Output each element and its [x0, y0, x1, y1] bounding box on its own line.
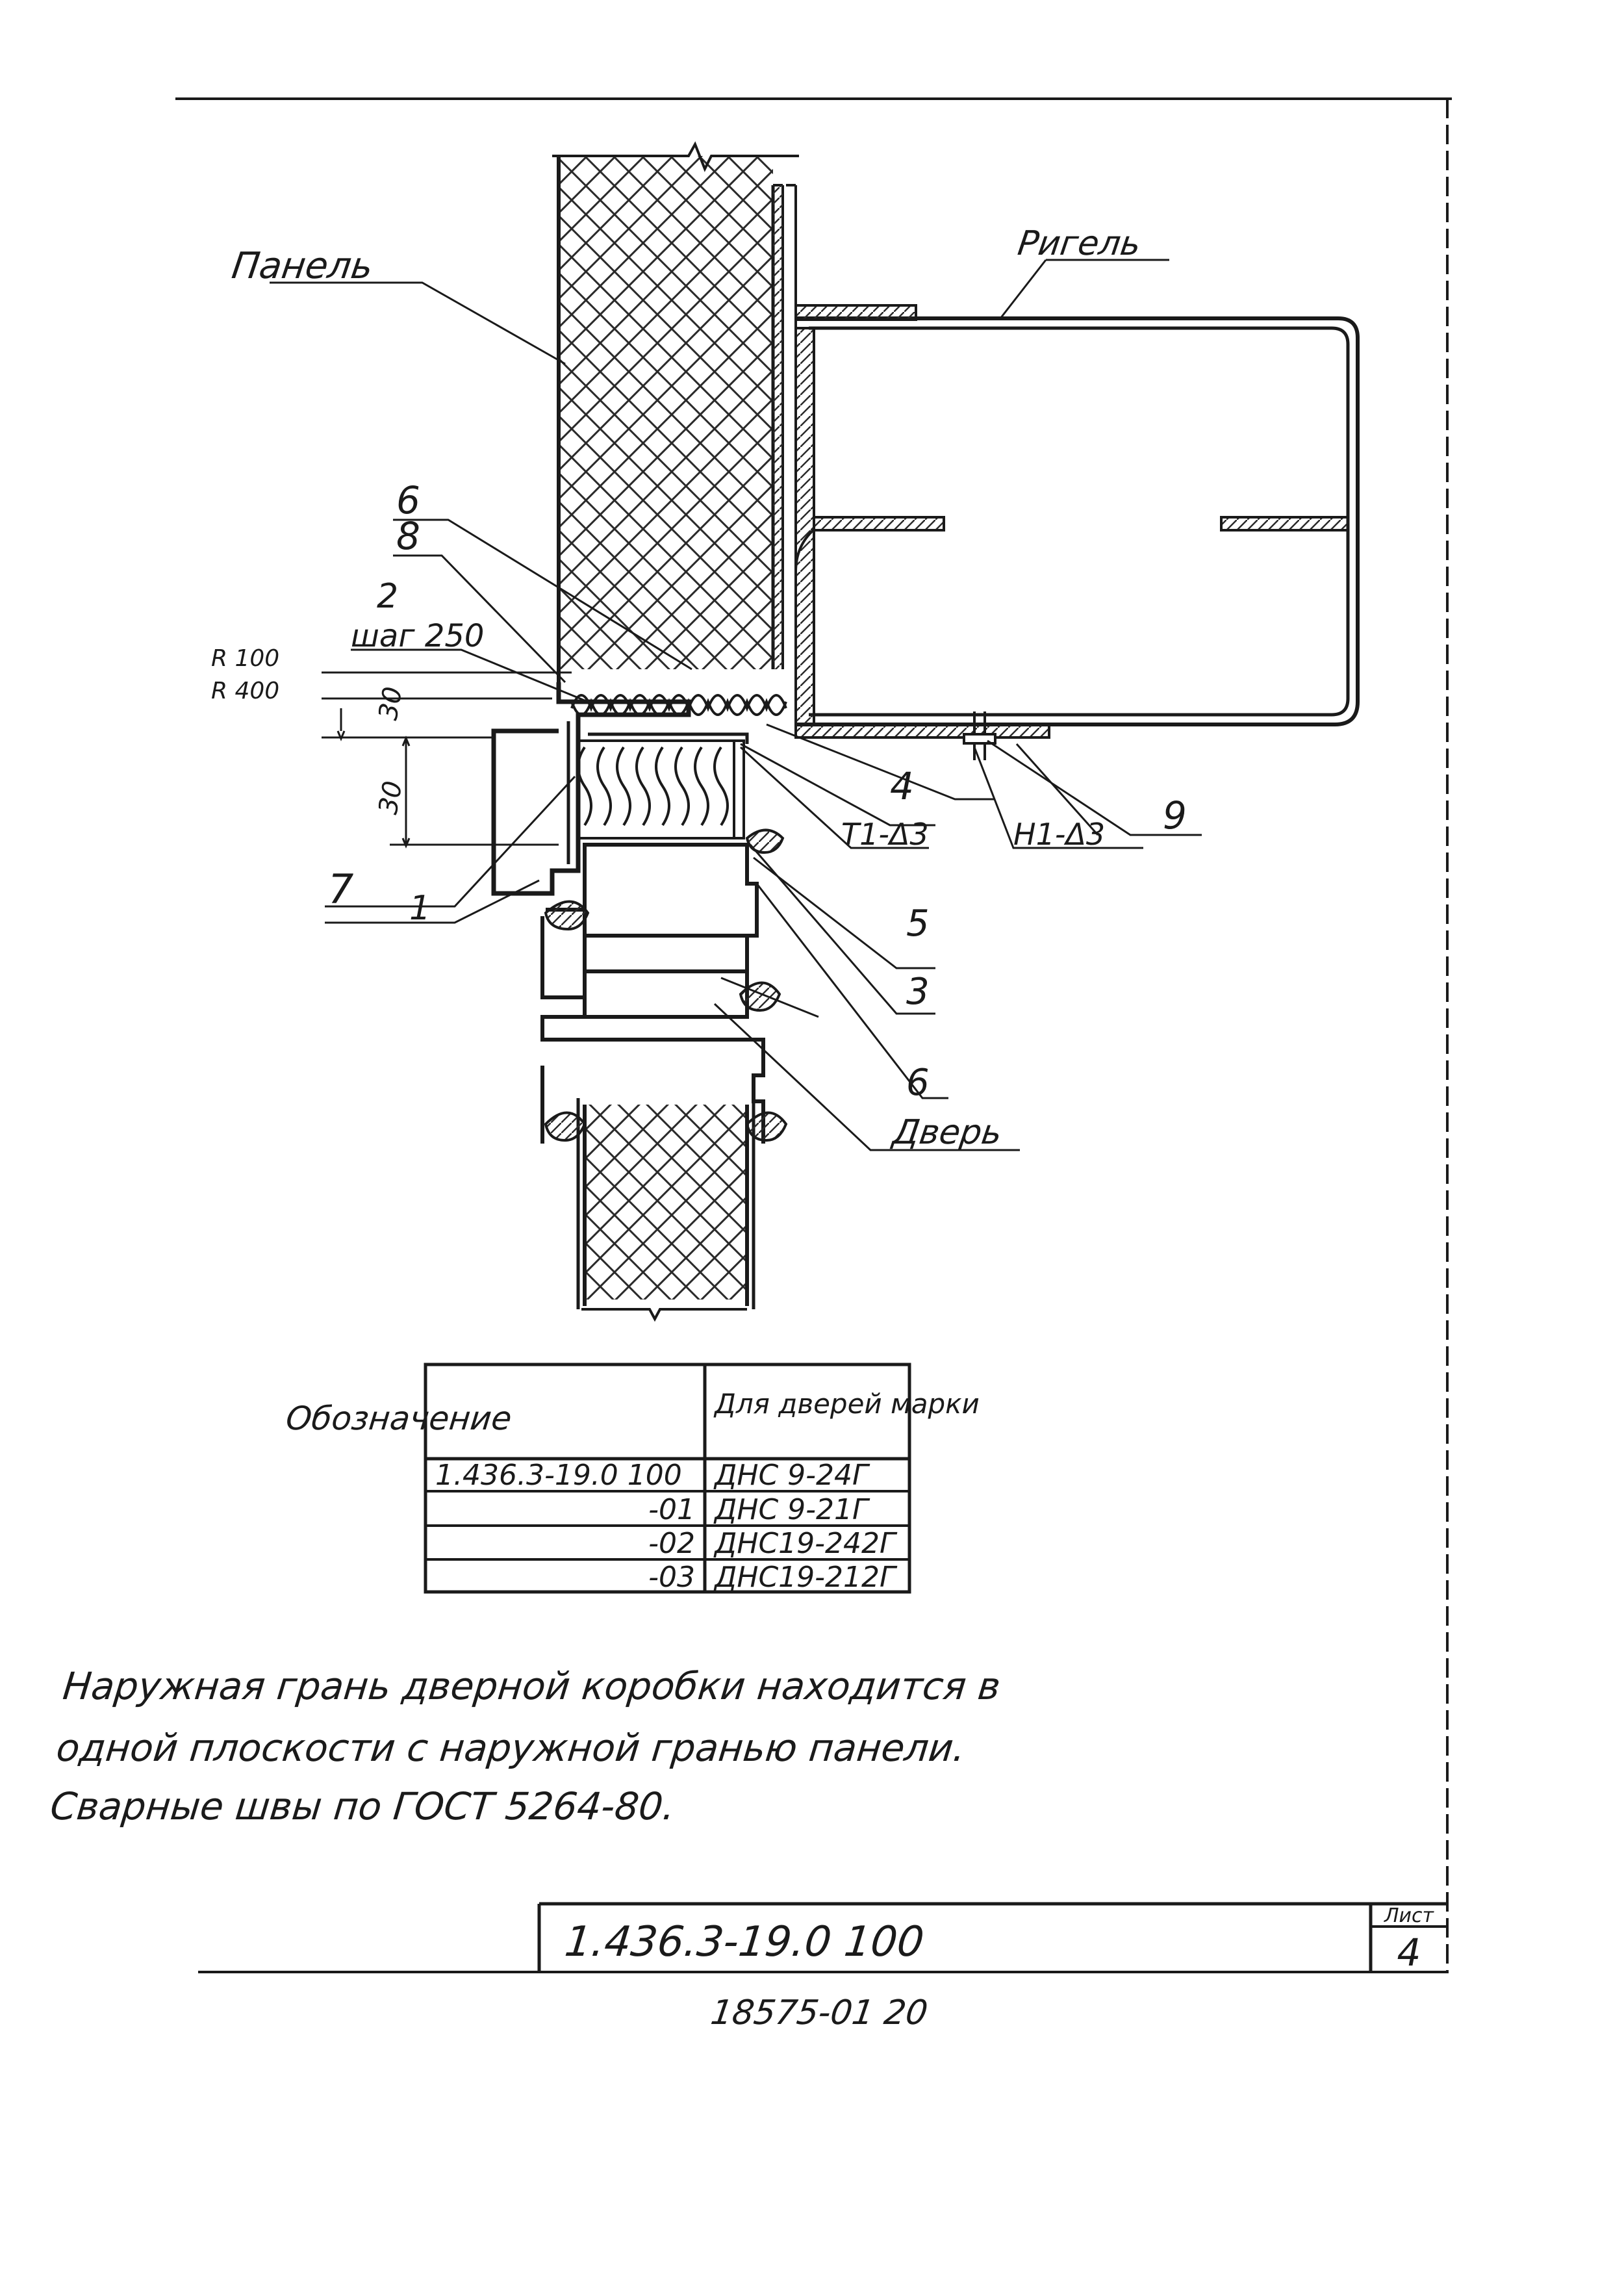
label-item-2: 2 [377, 577, 398, 616]
label-item-7: 7 [328, 865, 353, 913]
label-item-9: 9 [1163, 793, 1187, 838]
title-block-sheet-label: Лист [1384, 1904, 1435, 1927]
table-cell: ДНС 9-21Г [713, 1493, 870, 1526]
title-block-sheet-number: 4 [1397, 1930, 1421, 1975]
table-header-door-mark: Для дверей марки [713, 1388, 980, 1420]
door-leaf [540, 828, 788, 1322]
dimension-30-lower: 30 [374, 779, 409, 817]
label-item-8: 8 [396, 514, 420, 558]
table-cell: -01 [648, 1493, 695, 1526]
table-cell: ДНС19-212Г [713, 1561, 898, 1594]
door-frame [491, 682, 787, 896]
label-weld-t1: Т1-Δ3 [841, 817, 929, 852]
title-block [537, 1902, 1447, 1972]
specification-table [424, 1363, 911, 1594]
label-weld-n1: Н1-Δ3 [1013, 817, 1105, 852]
label-item-6-bottom: 6 [906, 1062, 930, 1104]
table-cell: -03 [648, 1561, 695, 1594]
dimension-lines [322, 671, 572, 849]
note-line-2: одной плоскости с наружной гранью панели… [55, 1726, 968, 1770]
label-item-3: 3 [906, 971, 930, 1013]
rigel-beam [794, 304, 1360, 760]
label-weld-pitch: шаг 250 [351, 618, 484, 654]
dimension-30-upper: 30 [374, 685, 409, 723]
label-rigel: Ригель [1015, 224, 1143, 263]
title-block-code: 1.436.3-19.0 100 [563, 1917, 926, 1966]
label-item-6-top: 6 [396, 478, 420, 522]
table-cell: ДНС19-242Г [713, 1527, 898, 1560]
table-cell: ДНС 9-24Г [713, 1459, 870, 1492]
label-panel: Панель [229, 245, 375, 287]
leader-lines [270, 259, 1202, 1151]
table-cell: -02 [648, 1527, 695, 1560]
label-item-5: 5 [906, 903, 930, 945]
label-item-4: 4 [890, 764, 914, 808]
table-header-designation: Обозначение [285, 1399, 514, 1437]
label-radius-r100: R 100 [211, 645, 279, 672]
label-item-1: 1 [409, 889, 431, 928]
wall-panel [552, 141, 799, 682]
label-door: Дверь [889, 1113, 1004, 1152]
archive-number: 18575-01 20 [708, 1993, 930, 2032]
sheet-frame [175, 97, 1452, 1973]
label-radius-r400: R 400 [211, 678, 279, 704]
note-line-3: Сварные швы по ГОСТ 5264-80. [48, 1784, 677, 1828]
table-cell: 1.436.3-19.0 100 [435, 1459, 682, 1492]
note-line-1: Наружная грань дверной коробки находится… [61, 1664, 1003, 1708]
